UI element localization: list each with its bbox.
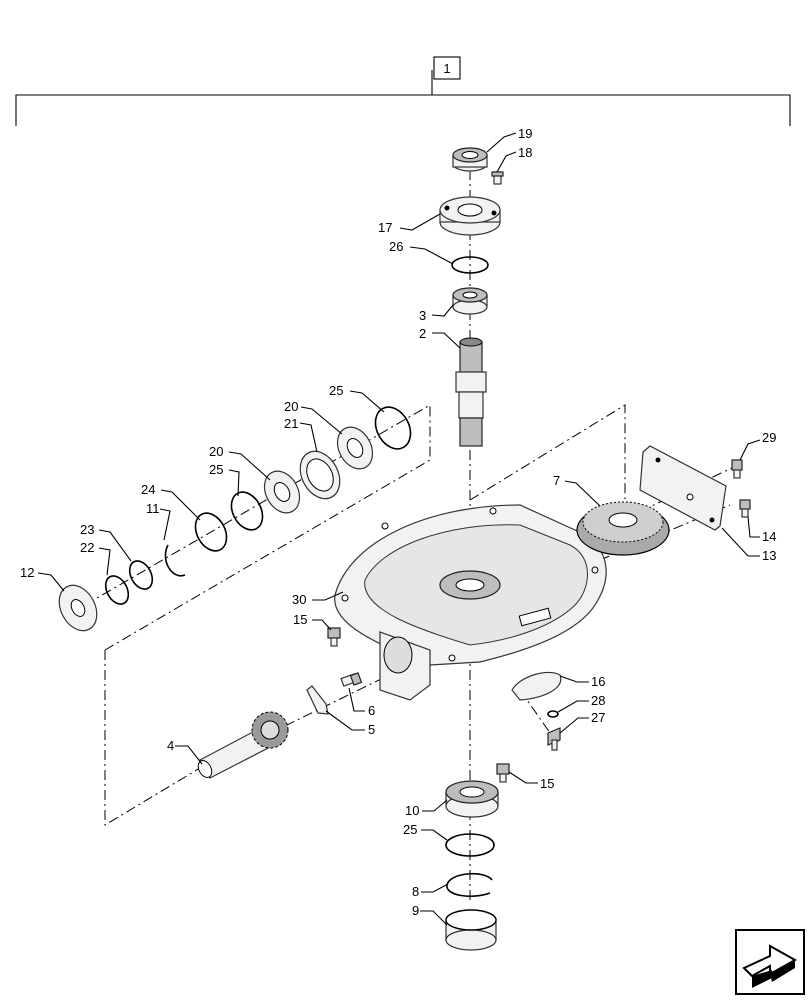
callout-3: 3 [419, 308, 426, 323]
callout-24: 24 [141, 482, 155, 497]
callout-12: 12 [20, 565, 34, 580]
part-shaft-2 [455, 337, 487, 447]
assembly-bracket: 1 [15, 56, 791, 126]
part-bolt-15-lower [496, 763, 510, 783]
callout-19: 19 [518, 126, 532, 141]
part-seal-19 [452, 147, 488, 172]
part-shim-22 [104, 575, 130, 605]
part-spacer-21 [299, 450, 341, 500]
part-cover-13 [639, 445, 727, 531]
callout-18: 18 [518, 145, 532, 160]
callout-25-middle: 25 [209, 462, 223, 477]
callout-6: 6 [368, 703, 375, 718]
part-bevel-gear-7 [576, 501, 670, 556]
part-ring-24 [194, 512, 228, 552]
leader-lines [37, 132, 761, 926]
callout-28: 28 [591, 693, 605, 708]
part-housing-30 [334, 504, 607, 701]
callout-29: 29 [762, 430, 776, 445]
part-cap-9 [445, 909, 497, 951]
callout-17: 17 [378, 220, 392, 235]
part-snap-ring-11 [164, 544, 186, 577]
callout-16: 16 [591, 674, 605, 689]
part-oring-25-upper [374, 406, 412, 450]
part-bolt-15-upper [327, 627, 341, 647]
part-wing-bolt-27 [547, 727, 561, 751]
callout-30: 30 [292, 592, 306, 607]
part-bolt-29 [731, 459, 743, 479]
callout-2: 2 [419, 326, 426, 341]
part-clip-5 [306, 685, 329, 715]
callout-23: 23 [80, 522, 94, 537]
assembly-label: 1 [443, 61, 450, 76]
part-washer-28 [547, 710, 559, 718]
callout-25-upper: 25 [329, 383, 343, 398]
callout-10: 10 [405, 803, 419, 818]
part-fitting-18 [491, 171, 504, 185]
part-flange-17 [439, 196, 501, 236]
next-page-arrow-icon[interactable] [735, 929, 805, 995]
callout-5: 5 [368, 722, 375, 737]
callout-labels: 19 18 17 26 3 2 25 20 21 20 25 24 11 23 … [20, 126, 776, 918]
callout-27: 27 [591, 710, 605, 725]
callout-7: 7 [553, 473, 560, 488]
callout-8: 8 [412, 884, 419, 899]
part-washer-12 [58, 584, 98, 632]
callout-20-upper: 20 [284, 399, 298, 414]
part-oring-26 [451, 256, 489, 274]
callout-9: 9 [412, 903, 419, 918]
part-bearing-20-lower [263, 470, 301, 514]
part-bearing-3 [452, 287, 488, 315]
assembly-label-box [433, 56, 461, 80]
part-plate-16 [511, 671, 562, 701]
callout-26: 26 [389, 239, 403, 254]
callout-13: 13 [762, 548, 776, 563]
part-shim-23 [128, 560, 154, 590]
callout-22: 22 [80, 540, 94, 555]
part-input-shaft-4 [197, 711, 289, 779]
callout-14: 14 [762, 529, 776, 544]
callout-11: 11 [146, 501, 160, 516]
part-bearing-20-upper [336, 426, 374, 470]
part-bearing-10 [445, 780, 499, 818]
callout-15-upper: 15 [293, 612, 307, 627]
callout-25-lower: 25 [403, 822, 417, 837]
callout-15-lower: 15 [540, 776, 554, 791]
callout-20-lower: 20 [209, 444, 223, 459]
part-stud-6 [340, 672, 363, 687]
callout-21: 21 [284, 416, 298, 431]
callout-4: 4 [167, 738, 174, 753]
part-bolt-14 [739, 499, 751, 518]
part-oring-25-lower [445, 833, 495, 857]
part-snap-ring-8 [446, 872, 493, 897]
